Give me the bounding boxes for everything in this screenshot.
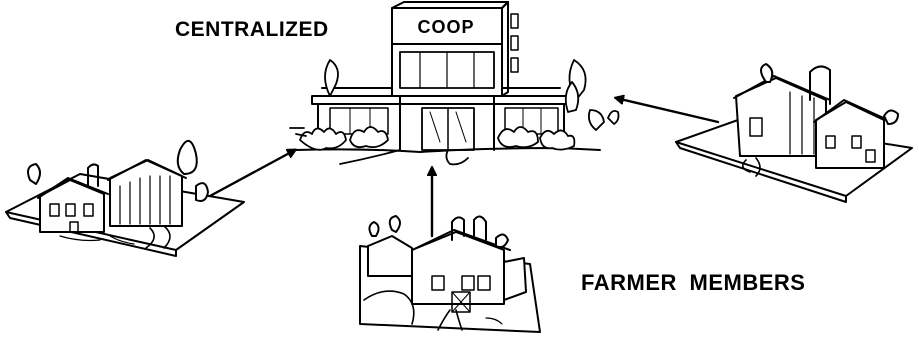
coop-building <box>295 1 601 153</box>
farmer-members-label: FARMER MEMBERS <box>581 270 806 295</box>
coop-ground-marks <box>289 127 469 166</box>
farm-left <box>5 140 245 257</box>
arrow-right-to-coop <box>616 98 720 124</box>
coop-shrubbery <box>299 59 620 151</box>
coop-sign-text: COOP <box>417 17 475 37</box>
farm-right <box>675 63 913 203</box>
centralized-label: CENTRALIZED <box>175 18 329 41</box>
farm-bottom <box>359 215 541 333</box>
arrow-left-to-coop <box>208 150 295 198</box>
